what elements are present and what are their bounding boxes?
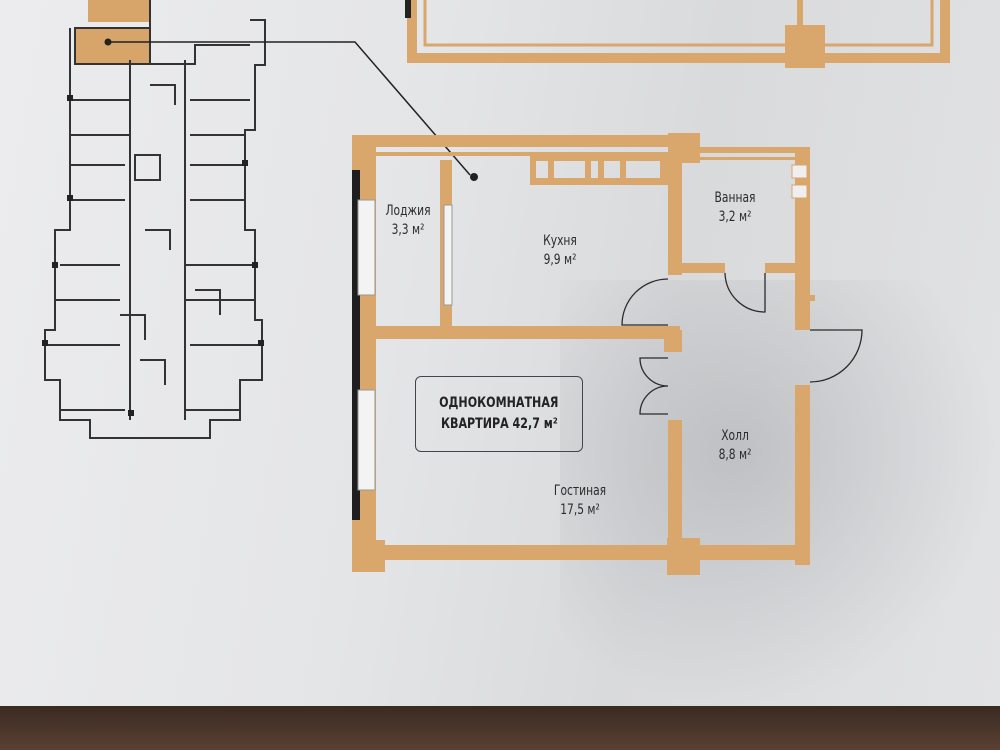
room-area: 3,2 м² bbox=[718, 209, 752, 225]
neighbor-window bbox=[405, 0, 411, 18]
room-loggia: Лоджия 3,3 м² bbox=[374, 202, 442, 240]
doors bbox=[621, 272, 863, 415]
neighbor-pillar bbox=[785, 25, 825, 68]
building-overview bbox=[42, 0, 266, 439]
room-area: 3,3 м² bbox=[391, 222, 425, 238]
apartment-type: ОДНОКОМНАТНАЯ bbox=[439, 395, 559, 411]
room-area: 8,8 м² bbox=[718, 447, 752, 463]
room-name: Лоджия bbox=[385, 203, 431, 219]
room-bathroom: Ванная 3,2 м² bbox=[697, 189, 774, 227]
room-living: Гостиная 17,5 м² bbox=[538, 482, 623, 520]
apartment-title-box: ОДНОКОМНАТНАЯ КВАРТИРА 42,7 м² bbox=[415, 376, 583, 452]
windows bbox=[352, 164, 808, 520]
room-name: Гостиная bbox=[553, 483, 607, 499]
room-area: 17,5 м² bbox=[560, 502, 600, 518]
room-name: Холл bbox=[721, 428, 749, 444]
neighbor-apartment-walls bbox=[407, 0, 950, 63]
apartment-walls bbox=[352, 133, 815, 575]
room-hall: Холл 8,8 м² bbox=[697, 427, 774, 465]
leader-dot-end bbox=[470, 173, 478, 181]
floor-plan-drawing bbox=[42, 0, 950, 575]
room-kitchen: Кухня 9,9 м² bbox=[522, 232, 599, 270]
leader-line bbox=[108, 41, 471, 176]
photo-shadow bbox=[560, 280, 1000, 710]
room-name: Ванная bbox=[714, 190, 756, 206]
room-name: Кухня bbox=[543, 233, 577, 249]
table-edge bbox=[0, 706, 1000, 750]
floor-plan-sheet bbox=[0, 0, 1000, 712]
apartment-total-area: КВАРТИРА 42,7 м² bbox=[440, 416, 558, 432]
leader-dot-start bbox=[104, 38, 112, 46]
room-area: 9,9 м² bbox=[543, 252, 577, 268]
